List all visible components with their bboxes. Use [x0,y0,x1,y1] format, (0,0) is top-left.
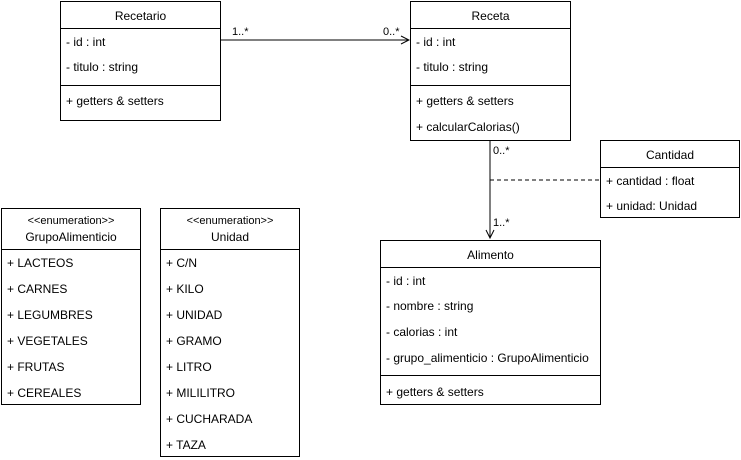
class-divider [601,167,739,168]
operation: + getters & setters [386,385,484,399]
attribute: - titulo : string [66,60,139,74]
enum-literal: + VEGETALES [7,334,88,348]
enum-literal: + LACTEOS [7,256,74,270]
operation: + getters & setters [416,94,514,108]
enum-stereotype: <<enumeration>> [27,215,115,227]
class-divider [161,249,299,250]
attribute: - grupo_alimenticio : GrupoAlimenticio [386,351,589,365]
class-name: Cantidad [645,148,695,162]
attribute: + cantidad : float [606,174,695,188]
class-divider [61,28,220,29]
class-divider [2,249,140,250]
enum-literal: + UNIDAD [166,308,223,322]
class-name: Alimento [467,248,514,262]
receta-multiplicity: 0..* [383,26,400,38]
receta-alimento-target-multiplicity: 1..* [493,217,510,229]
enum-literal: + CUCHARADA [166,412,253,426]
enum-name: Unidad [210,230,250,244]
enum-literal: + CEREALES [7,386,82,400]
enum-unidad: <<enumeration>> Unidad + C/N + KILO + UN… [160,208,300,457]
operation: + getters & setters [66,94,164,108]
attribute: - titulo : string [416,60,489,74]
receta-alimento-source-multiplicity: 0..* [493,145,510,157]
enum-literal: + GRAMO [166,334,222,348]
attribute: - id : int [386,274,426,288]
enum-literal: + LITRO [166,360,212,374]
enum-literal: + FRUTAS [7,360,65,374]
class-alimento: Alimento - id : int - nombre : string - … [380,240,601,405]
enum-literal: + CARNES [7,282,68,296]
enum-grupo-alimenticio: <<enumeration>> GrupoAlimenticio + LACTE… [1,208,141,405]
class-receta: Receta - id : int - titulo : string + ge… [410,1,571,141]
enum-stereotype: <<enumeration>> [186,215,274,227]
class-divider [61,85,220,86]
operation: + calcularCalorias() [416,120,520,134]
class-cantidad: Cantidad + cantidad : float + unidad: Un… [600,140,740,218]
enum-literal: + TAZA [166,438,206,452]
enum-literal: + C/N [166,256,198,270]
attribute: - id : int [66,35,106,49]
enum-literal: + KILO [166,282,204,296]
class-divider [411,28,570,29]
enum-literal: + MILILITRO [166,386,236,400]
class-name: Recetario [114,9,167,23]
attribute: - id : int [416,35,456,49]
class-divider [381,267,600,268]
attribute: - calorias : int [386,325,458,339]
enum-name: GrupoAlimenticio [25,230,117,244]
recetario-multiplicity: 1..* [232,26,249,38]
class-divider [411,85,570,86]
class-name: Receta [471,9,510,23]
enum-literal: + LEGUMBRES [7,308,93,322]
attribute: + unidad: Unidad [606,199,698,213]
attribute: - nombre : string [386,299,474,313]
class-divider [381,375,600,376]
class-recetario: Recetario - id : int - titulo : string +… [60,1,221,121]
